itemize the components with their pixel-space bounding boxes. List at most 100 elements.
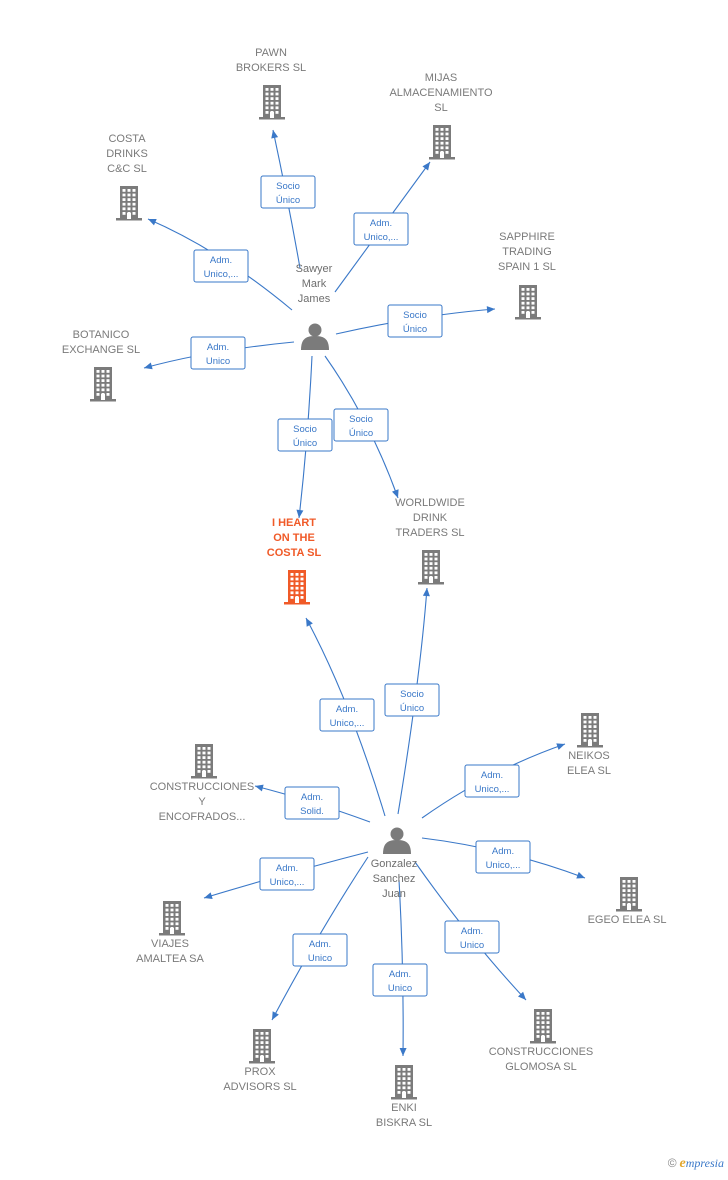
edge-gonzalez-egeo: Adm.Unico,... — [421, 837, 586, 879]
company-name-line: ENCOFRADOS... — [159, 811, 246, 823]
company-name-line: AMALTEA SA — [136, 953, 204, 965]
building-icon — [259, 85, 285, 120]
edge-label-text: Socio — [293, 424, 317, 435]
brand-rest: mpresia — [685, 1156, 724, 1170]
company-node-pawn[interactable]: PAWN BROKERS SL — [236, 47, 306, 120]
edge-label-text: Socio — [349, 414, 373, 425]
edge-label-text: Socio — [403, 310, 427, 321]
edge-label-gonzalez-egeo[interactable]: Adm.Unico,... — [475, 840, 531, 874]
person-name-line: Mark — [302, 278, 327, 290]
building-icon — [418, 550, 444, 585]
arrowhead-icon — [255, 784, 264, 792]
edge-label-gonzalez-glomosa[interactable]: Adm. Unico — [444, 920, 500, 954]
company-name-line: BROKERS SL — [236, 62, 306, 74]
company-name-line: PAWN — [255, 47, 287, 59]
edge-label-box — [353, 212, 409, 246]
edge-label-sawyer-costa[interactable]: Adm.Unico,... — [193, 249, 249, 283]
company-name-line: SL — [434, 102, 447, 114]
edge-label-text: Adm. — [276, 863, 298, 874]
person-name-line: Juan — [382, 888, 406, 900]
arrowhead-icon — [486, 306, 495, 314]
building-icon — [515, 285, 541, 320]
edge-sawyer-mijas: Adm.Unico,... — [334, 161, 431, 293]
edge-label-gonzalez-construcciones[interactable]: Adm. Solid. — [284, 786, 340, 820]
arrowhead-icon — [392, 489, 399, 498]
edge-label-box — [384, 683, 440, 717]
company-name-line: ADVISORS SL — [223, 1081, 296, 1093]
edge-label-gonzalez-enki[interactable]: Adm.Unico — [372, 963, 428, 997]
edge-label-text: Adm. — [301, 792, 323, 803]
edge-sawyer-costa: Adm.Unico,... — [147, 218, 293, 311]
company-node-construcciones[interactable]: CONSTRUCCIONESYENCOFRADOS... — [150, 744, 255, 823]
edge-label-text: Unico — [206, 356, 230, 367]
person-icon — [383, 827, 411, 854]
building-icon — [429, 125, 455, 160]
edge-label-text: Adm. — [210, 255, 232, 266]
person-name-line: Sawyer — [296, 263, 333, 275]
building-icon — [530, 1009, 556, 1044]
building-icon — [191, 744, 217, 779]
company-name-line: I HEART — [272, 517, 316, 529]
company-name-line: BISKRA SL — [376, 1117, 432, 1129]
company-name-line: BOTANICO — [73, 329, 130, 341]
empresia-logo[interactable]: ©empresia — [668, 1156, 724, 1172]
edge-label-box — [193, 249, 249, 283]
edge-label-sawyer-mijas[interactable]: Adm.Unico,... — [353, 212, 409, 246]
building-icon — [249, 1029, 275, 1064]
person-name-line: Gonzalez — [371, 858, 417, 870]
copyright-symbol: © — [667, 1156, 677, 1170]
edge-label-box — [292, 933, 348, 967]
edge-label-box — [372, 963, 428, 997]
edge-label-text: Unico — [388, 983, 412, 994]
edge-label-gonzalez-iheart[interactable]: Adm. Unico,... — [319, 698, 375, 732]
arrowhead-icon — [148, 218, 157, 226]
arrowhead-icon — [306, 618, 313, 627]
edge-label-gonzalez-neikos[interactable]: Adm.Unico,... — [464, 764, 520, 798]
arrowhead-icon — [204, 892, 213, 900]
building-icon — [616, 877, 642, 912]
edge-label-text: Adm. — [370, 218, 392, 229]
company-name-line: SPAIN 1 SL — [498, 261, 556, 273]
edge-label-box — [259, 857, 315, 891]
edge-label-box — [333, 408, 389, 442]
edge-label-sawyer-botanico[interactable]: Adm. Unico — [190, 336, 246, 370]
company-node-egeo[interactable]: EGEO ELEA SL — [588, 877, 667, 926]
edge-label-text: Unico,... — [330, 718, 365, 729]
edge-label-gonzalez-viajes[interactable]: Adm.Unico,... — [259, 857, 315, 891]
edge-label-text: Adm. — [461, 926, 483, 937]
edge-label-text: Adm. — [336, 704, 358, 715]
edge-label-text: Solid. — [300, 806, 324, 817]
edge-label-text: Unico — [460, 940, 484, 951]
edge-label-box — [190, 336, 246, 370]
edge-label-text: Adm. — [207, 342, 229, 353]
company-name-line: DRINK — [413, 512, 448, 524]
edge-label-box — [319, 698, 375, 732]
company-name-line: COSTA SL — [267, 547, 322, 559]
edge-label-gonzalez-prox[interactable]: Adm.Unico — [292, 933, 348, 967]
arrowhead-icon — [422, 162, 430, 171]
arrowhead-icon — [422, 588, 430, 597]
edge-label-box — [387, 304, 443, 338]
company-name-line: SAPPHIRE — [499, 231, 555, 243]
